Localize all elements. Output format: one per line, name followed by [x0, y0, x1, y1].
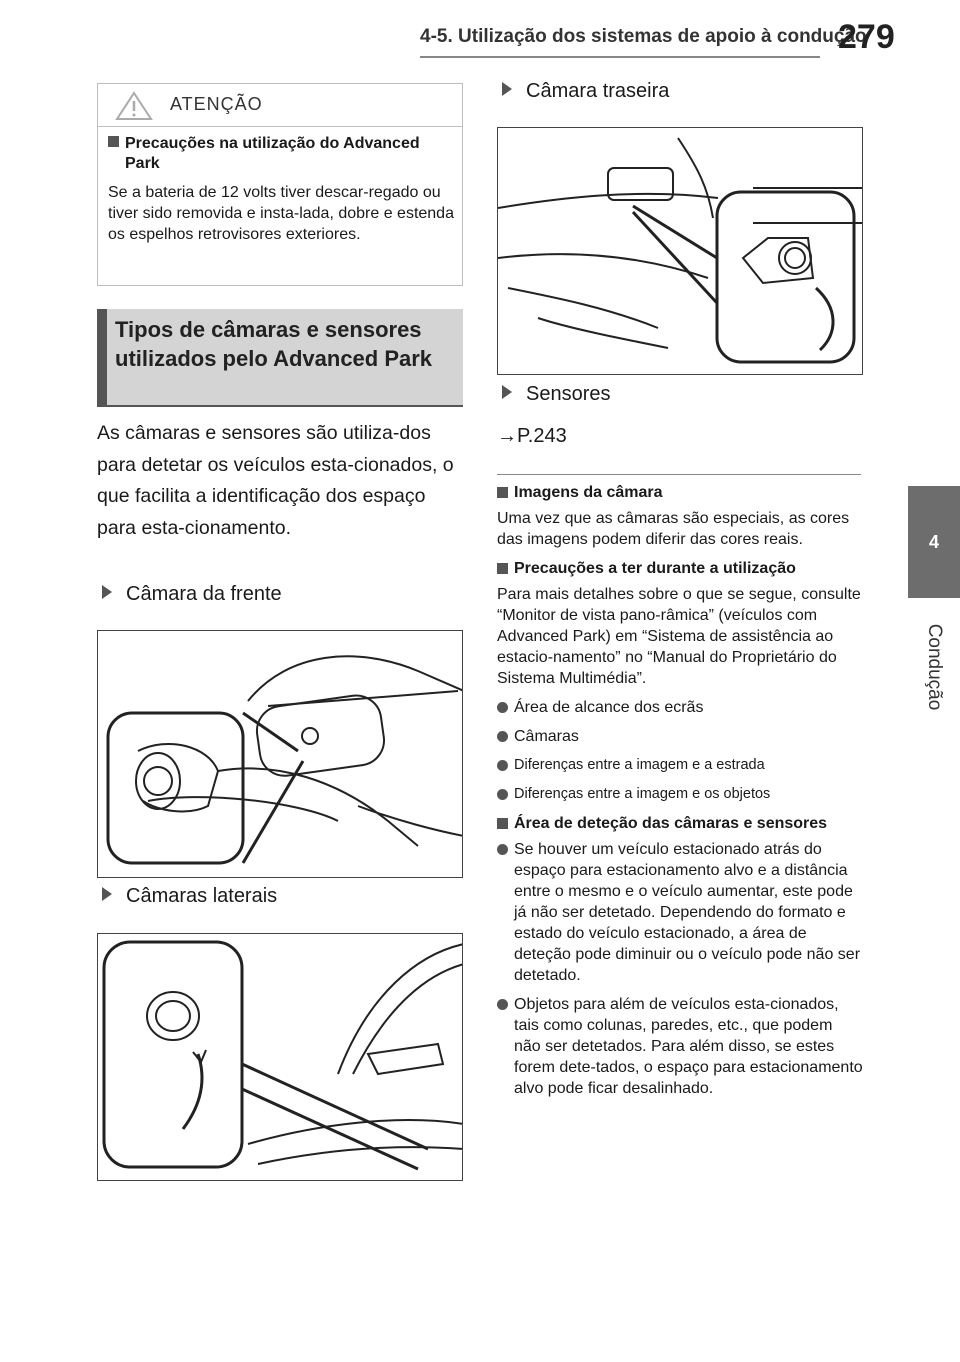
section-title: 4-5. Utilização dos sistemas de apoio à … [420, 26, 867, 47]
warning-header: ATENÇÃO [98, 84, 462, 127]
warning-subtitle: Precauções na utilização do Advanced Par… [108, 134, 448, 174]
notes-divider [497, 474, 861, 475]
chapter-tab[interactable]: 4 [908, 486, 960, 598]
notes-column: Imagens da câmara Uma vez que as câmaras… [497, 482, 863, 1107]
warning-title: ATENÇÃO [170, 94, 263, 114]
section-heading-text: Tipos de câmaras e sensores utilizados p… [115, 317, 433, 371]
warning-icon [115, 91, 153, 120]
side-cameras-caption: Câmaras laterais [102, 885, 277, 908]
images-body: Uma vez que as câmaras são especiais, as… [497, 510, 850, 548]
front-camera-caption: Câmara da frente [102, 583, 282, 606]
rear-camera-figure [497, 127, 863, 375]
intro-paragraph: As câmaras e sensores são utiliza-dos pa… [97, 422, 454, 539]
list-item: Câmaras [497, 726, 863, 747]
list-item: Diferenças entre a imagem e os objetos [497, 784, 863, 805]
precautions-body: Para mais detalhes sobre o que se segue,… [497, 586, 861, 687]
list-item: Se houver um veículo estacionado atrás d… [497, 839, 863, 986]
list-item: Área de alcance dos ecrãs [497, 697, 863, 718]
rear-camera-caption: Câmara traseira [502, 80, 669, 103]
header-rule [420, 56, 820, 58]
page-number: 279 [838, 18, 895, 56]
precautions-heading: Precauções a ter durante a utilização [497, 558, 863, 579]
side-cameras-figure [97, 933, 463, 1181]
sensors-caption: Sensores [502, 383, 611, 406]
section-heading: Tipos de câmaras e sensores utilizados p… [97, 309, 463, 407]
sensors-page-link[interactable]: →P.243 [497, 425, 567, 447]
detection-heading: Área de deteção das câmaras e sensores [497, 813, 863, 834]
chapter-label: Condução [924, 623, 945, 711]
chapter-number: 4 [928, 531, 939, 552]
list-item: Diferenças entre a imagem e a estrada [497, 755, 863, 776]
list-item: Objetos para além de veículos esta-ciona… [497, 994, 863, 1099]
warning-box: ATENÇÃO Precauções na utilização do Adva… [97, 83, 463, 286]
warning-body: Se a bateria de 12 volts tiver descar-re… [108, 184, 454, 243]
images-heading: Imagens da câmara [497, 482, 863, 503]
front-camera-figure [97, 630, 463, 878]
